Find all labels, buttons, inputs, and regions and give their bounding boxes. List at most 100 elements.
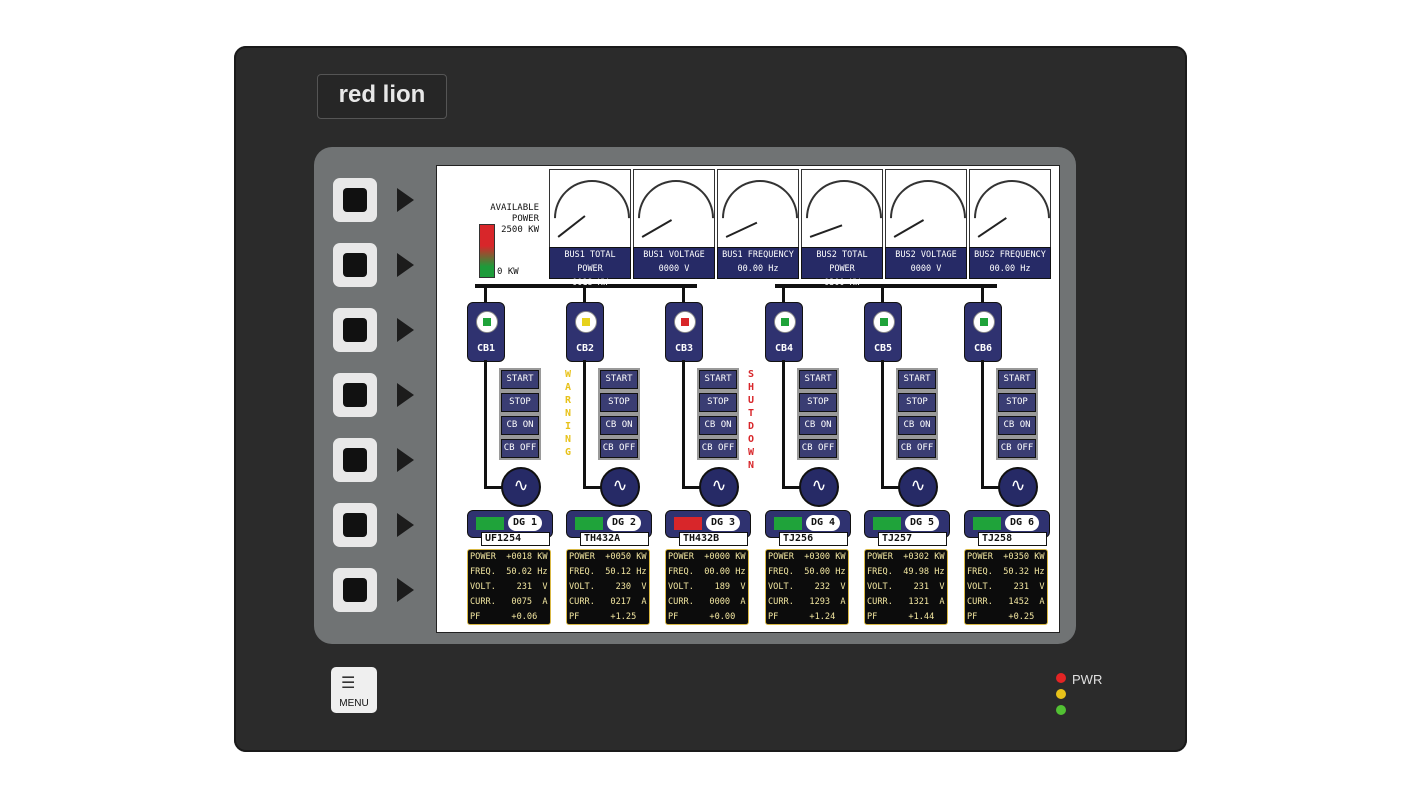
generator-icon: ∿ (898, 467, 938, 507)
meter-1: BUS1 TOTAL POWER 0018 KW (549, 169, 631, 288)
data-row-volt: VOLT. 232 V (768, 582, 846, 592)
data-row-curr: CURR. 1452 A (967, 597, 1045, 607)
function-key-arrow-icon (397, 188, 414, 212)
control-button-cb-on[interactable]: CB ON (598, 414, 640, 437)
warning-letter: N (564, 434, 572, 445)
generator-icon: ∿ (501, 467, 541, 507)
control-button-stop[interactable]: STOP (797, 391, 839, 414)
power-led-yellow (1056, 689, 1066, 699)
bus-tap (881, 286, 884, 302)
control-button-start[interactable]: START (797, 368, 839, 391)
breaker-status-lamp (873, 311, 895, 333)
control-button-cb-off[interactable]: CB OFF (499, 437, 541, 460)
control-button-cb-off[interactable]: CB OFF (697, 437, 739, 460)
breaker-status-lamp (476, 311, 498, 333)
shutdown-letter: O (747, 434, 755, 445)
feeder-wire (981, 360, 984, 488)
generator-label: DG 5 (905, 515, 939, 531)
function-key-3[interactable] (333, 308, 377, 352)
control-button-start[interactable]: START (697, 368, 739, 391)
meter-value: 00.00 Hz (989, 264, 1031, 274)
function-key-1[interactable] (333, 178, 377, 222)
function-key-arrow-icon (397, 318, 414, 342)
brand-logo: red lion (317, 74, 447, 119)
function-key-6[interactable] (333, 503, 377, 547)
control-button-cb-on[interactable]: CB ON (996, 414, 1038, 437)
data-row-freq: FREQ. 50.12 Hz (569, 567, 647, 577)
generator-icon: ∿ (799, 467, 839, 507)
control-button-start[interactable]: START (896, 368, 938, 391)
circuit-breaker-5[interactable]: CB5 (864, 302, 902, 362)
circuit-breaker-3[interactable]: CB3 (665, 302, 703, 362)
meter-scale (802, 170, 882, 248)
meter-dial (969, 169, 1051, 249)
circuit-breaker-2[interactable]: CB2 (566, 302, 604, 362)
control-button-cb-off[interactable]: CB OFF (598, 437, 640, 460)
pwr-label: PWR (1072, 672, 1103, 687)
meter-dial (885, 169, 967, 249)
menu-icon: ☰ (341, 673, 356, 692)
control-button-start[interactable]: START (598, 368, 640, 391)
function-key-2[interactable] (333, 243, 377, 287)
function-key-4[interactable] (333, 373, 377, 417)
control-button-start[interactable]: START (996, 368, 1038, 391)
function-key-arrow-icon (397, 253, 414, 277)
data-row-pf: PF +1.44 (867, 612, 935, 622)
shutdown-letter: U (747, 395, 755, 406)
control-button-stop[interactable]: STOP (598, 391, 640, 414)
control-button-start[interactable]: START (499, 368, 541, 391)
control-button-cb-on[interactable]: CB ON (797, 414, 839, 437)
shutdown-letter: H (747, 382, 755, 393)
bus-tap (583, 286, 586, 302)
meter-value: 0018 KW (572, 278, 608, 288)
shutdown-letter: S (747, 369, 755, 380)
data-row-freq: FREQ. 00.00 Hz (668, 567, 746, 577)
meter-value: 0300 KW (824, 278, 860, 288)
control-button-cb-on[interactable]: CB ON (697, 414, 739, 437)
breaker-label: CB3 (674, 343, 694, 354)
available-power-title-text: AVAILABLE POWER (490, 203, 539, 224)
data-row-volt: VOLT. 189 V (668, 582, 746, 592)
generator-status-indicator (973, 517, 1001, 530)
generator-tag: UF1254 (481, 532, 550, 546)
meter-title: BUS2 FREQUENCY (974, 250, 1046, 260)
control-button-cb-off[interactable]: CB OFF (896, 437, 938, 460)
available-power-bar (479, 224, 495, 278)
warning-letter: I (564, 421, 572, 432)
generator-tag: TJ257 (878, 532, 947, 546)
meter-title: BUS1 FREQUENCY (722, 250, 794, 260)
available-power-title: AVAILABLE POWER 2500 KW (467, 203, 539, 236)
menu-button[interactable]: ☰ MENU (331, 667, 377, 713)
bus-tap (782, 286, 785, 302)
control-button-cb-on[interactable]: CB ON (896, 414, 938, 437)
function-key-7[interactable] (333, 568, 377, 612)
data-row-curr: CURR. 0075 A (470, 597, 548, 607)
feeder-wire (881, 486, 901, 489)
control-button-stop[interactable]: STOP (896, 391, 938, 414)
breaker-label: CB1 (476, 343, 496, 354)
function-key-5[interactable] (333, 438, 377, 482)
control-button-cb-off[interactable]: CB OFF (996, 437, 1038, 460)
data-row-curr: CURR. 0217 A (569, 597, 647, 607)
data-row-freq: FREQ. 50.02 Hz (470, 567, 548, 577)
circuit-breaker-4[interactable]: CB4 (765, 302, 803, 362)
generator-status-indicator (476, 517, 504, 530)
control-button-cb-on[interactable]: CB ON (499, 414, 541, 437)
feeder-wire (881, 360, 884, 488)
meter-title: BUS1 TOTAL POWER (564, 250, 616, 274)
control-button-stop[interactable]: STOP (697, 391, 739, 414)
shutdown-letter: D (747, 421, 755, 432)
generator-status-indicator (575, 517, 603, 530)
circuit-breaker-1[interactable]: CB1 (467, 302, 505, 362)
control-button-cb-off[interactable]: CB OFF (797, 437, 839, 460)
circuit-breaker-6[interactable]: CB6 (964, 302, 1002, 362)
control-button-stop[interactable]: STOP (499, 391, 541, 414)
control-button-stop[interactable]: STOP (996, 391, 1038, 414)
data-row-curr: CURR. 0000 A (668, 597, 746, 607)
